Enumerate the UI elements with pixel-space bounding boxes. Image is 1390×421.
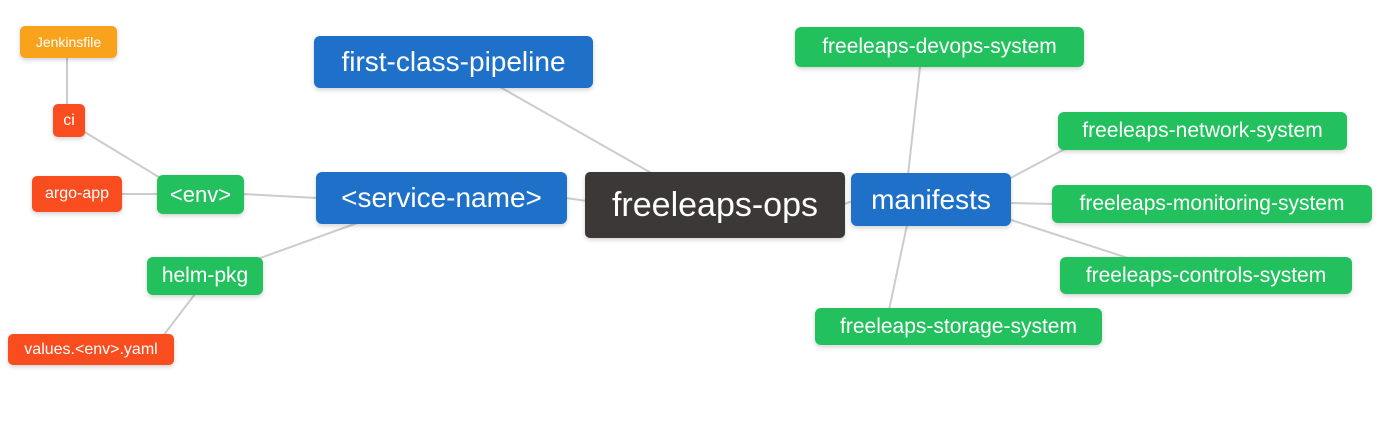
edge-service-name-root bbox=[565, 197, 588, 202]
node-monitoring-system[interactable]: freeleaps-monitoring-system bbox=[1052, 185, 1372, 223]
node-ci[interactable]: ci bbox=[53, 104, 85, 137]
edge-manifests-network bbox=[1004, 148, 1066, 182]
node-argo-app[interactable]: argo-app bbox=[32, 176, 122, 212]
edge-service-name-helm-pkg bbox=[251, 221, 361, 262]
node-devops-system[interactable]: freeleaps-devops-system bbox=[795, 27, 1084, 67]
node-service-name[interactable]: <service-name> bbox=[316, 172, 567, 224]
node-storage-system[interactable]: freeleaps-storage-system bbox=[815, 308, 1102, 345]
node-env[interactable]: <env> bbox=[157, 175, 244, 214]
node-controls-system[interactable]: freeleaps-controls-system bbox=[1060, 257, 1352, 294]
edge-manifests-controls bbox=[1007, 218, 1138, 262]
edge-helm-pkg-values bbox=[162, 293, 196, 337]
node-helm-pkg[interactable]: helm-pkg bbox=[147, 257, 263, 295]
node-network-system[interactable]: freeleaps-network-system bbox=[1058, 112, 1347, 150]
edge-env-service-name bbox=[242, 193, 318, 199]
node-jenkinsfile[interactable]: Jenkinsfile bbox=[20, 26, 117, 58]
edge-manifests-devops bbox=[907, 66, 921, 176]
node-manifests[interactable]: manifests bbox=[851, 173, 1011, 226]
node-freeleaps-ops-root[interactable]: freeleaps-ops bbox=[585, 172, 845, 238]
edge-manifests-monitoring bbox=[1009, 202, 1055, 205]
edge-first-class-pipeline-root bbox=[499, 86, 654, 175]
node-values-env-yaml[interactable]: values.<env>.yaml bbox=[8, 334, 174, 365]
edge-manifests-storage bbox=[888, 224, 908, 311]
node-first-class-pipeline[interactable]: first-class-pipeline bbox=[314, 36, 593, 88]
edge-ci-env bbox=[82, 130, 163, 180]
